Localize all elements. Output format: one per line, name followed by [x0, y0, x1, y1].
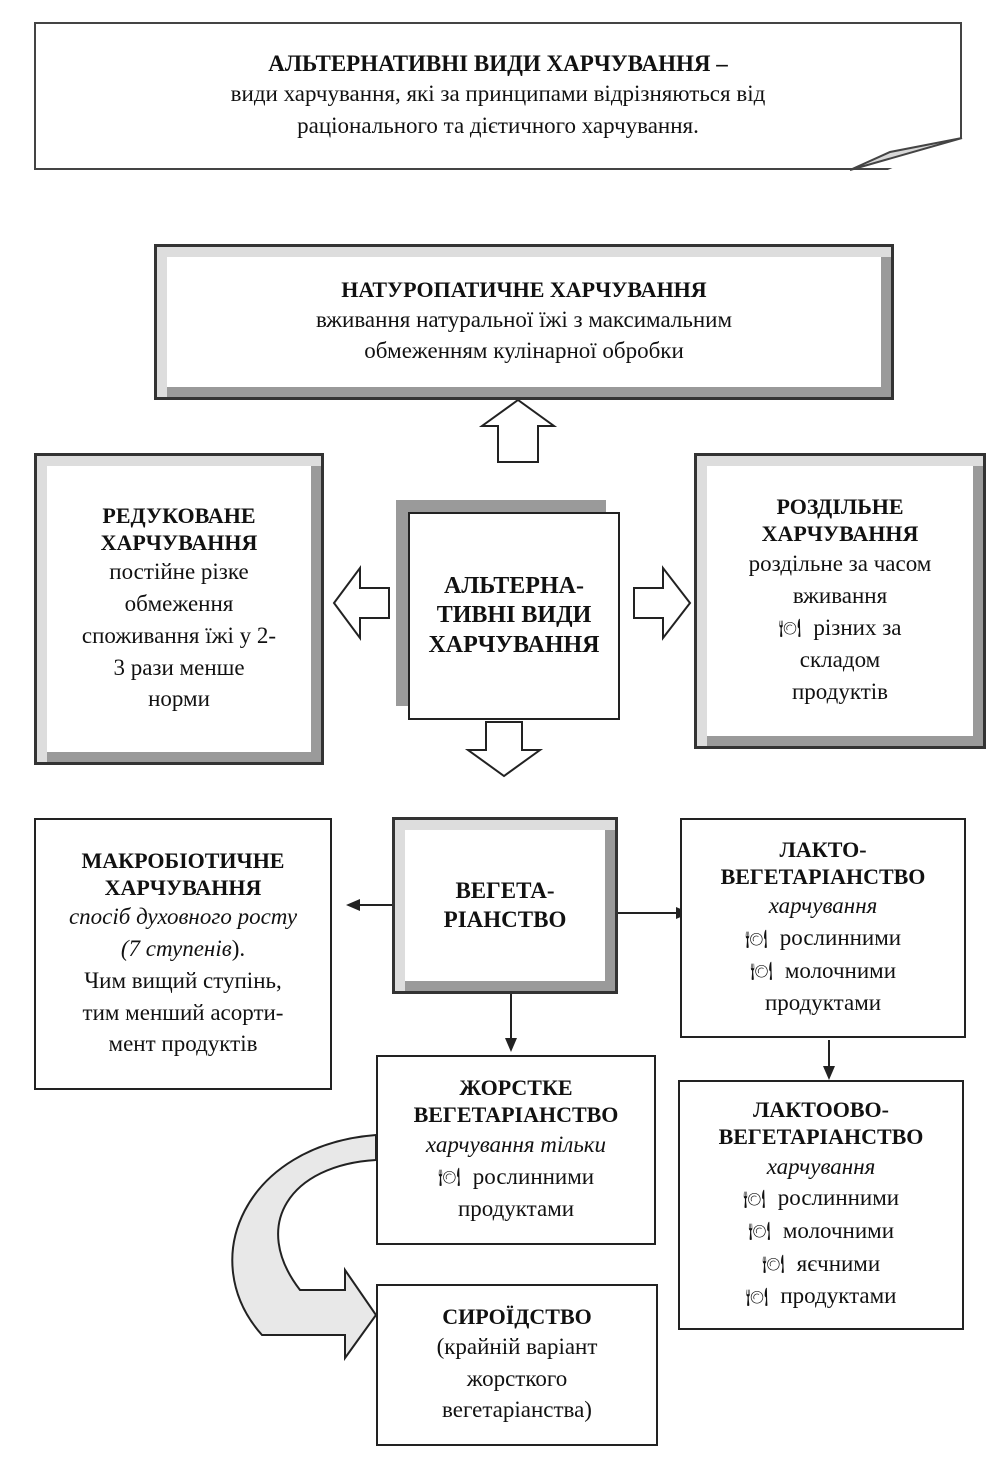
plate-icon: 🍽	[742, 1188, 766, 1209]
lacto-subtitle: харчування	[768, 893, 878, 919]
reduced-line-3: споживання їжі у 2-	[81, 622, 277, 648]
plate-icon: 🍽	[437, 1166, 461, 1187]
curved-arrow-strict-to-raw	[231, 1133, 378, 1362]
macro-title-1: МАКРОБІОТИЧНЕ	[81, 847, 285, 873]
raw-line-3: вегетаріанства)	[442, 1397, 592, 1423]
raw-line-2: жорсткого	[466, 1365, 568, 1391]
center-title-2: ТИВНІ ВИДИ	[436, 602, 592, 629]
strict-title-2: ВЕГЕТАРІАНСТВО	[413, 1101, 619, 1127]
lactoovo-item-4: продуктами	[780, 1283, 897, 1309]
lacto-item-2: молочними	[784, 957, 897, 983]
separate-box: РОЗДІЛЬНЕ ХАРЧУВАННЯ роздільне за часом …	[694, 453, 986, 749]
lactoovo-box: ЛАКТООВО- ВЕГЕТАРІАНСТВО харчування 🍽 рос…	[678, 1080, 964, 1330]
lacto-title-2: ВЕГЕТАРІАНСТВО	[720, 863, 926, 889]
lacto-title-1: ЛАКТО-	[779, 836, 867, 862]
reduced-line-4: 3 рази менше	[113, 654, 245, 680]
raw-title: СИРОЇДСТВО	[442, 1303, 592, 1329]
reduced-title-2: ХАРЧУВАННЯ	[100, 529, 258, 555]
veg-title-2: РІАНСТВО	[443, 906, 567, 932]
definition-title: АЛЬТЕРНАТИВНІ ВИДИ ХАРЧУВАННЯ –	[268, 51, 728, 77]
strict-tail: продуктами	[457, 1196, 575, 1222]
veg-title-1: ВЕГЕТА-	[455, 878, 555, 904]
arrow-up-naturopathic	[478, 398, 558, 463]
lactoovo-subtitle: харчування	[766, 1153, 876, 1179]
lactoovo-item-1-row: 🍽 рослинними	[743, 1182, 899, 1215]
naturopathic-line-2: обмеженням кулінарної обробки	[364, 338, 684, 364]
plate-icon: 🍽	[745, 1286, 769, 1307]
strict-item-row: 🍽 рослинними	[438, 1161, 594, 1194]
plate-icon: 🍽	[761, 1254, 785, 1275]
plate-icon: 🍽	[747, 1221, 771, 1242]
macro-italic-line-2-row: (7 ступенів).	[121, 933, 245, 965]
definition-note: АЛЬТЕРНАТИВНІ ВИДИ ХАРЧУВАННЯ – види хар…	[34, 22, 962, 170]
reduced-line-2: обмеження	[124, 591, 234, 617]
macro-italic-line-2: (7 ступенів	[120, 936, 232, 962]
separate-bullet-1: різних за	[813, 614, 902, 640]
separate-title-1: РОЗДІЛЬНЕ	[776, 494, 904, 520]
strict-subtitle: харчування тільки	[425, 1131, 607, 1157]
arrow-right-separate	[633, 565, 692, 641]
reduced-line-5: норми	[148, 686, 210, 712]
naturopathic-title: НАТУРОПАТИЧНЕ ХАРЧУВАННЯ	[341, 276, 707, 302]
lactoovo-item-2-row: 🍽 молочними	[748, 1215, 894, 1248]
lacto-item-1-row: 🍽 рослинними	[745, 922, 901, 955]
reduced-title-1: РЕДУКОВАНЕ	[102, 502, 256, 528]
separate-title-2: ХАРЧУВАННЯ	[761, 521, 919, 547]
plate-icon: 🍽	[744, 928, 768, 949]
lactoovo-title-1: ЛАКТООВО-	[753, 1096, 889, 1122]
center-title-1: АЛЬТЕРНА-	[444, 573, 584, 600]
strict-title-1: ЖОРСТКЕ	[459, 1075, 573, 1101]
lacto-tail: продуктами	[764, 990, 882, 1016]
arrow-left-reduced	[332, 564, 390, 642]
strict-item: рослинними	[472, 1163, 595, 1189]
center-title-3: ХАРЧУВАННЯ	[428, 631, 600, 658]
macro-line-3: мент продуктів	[108, 1031, 258, 1057]
arrow-down-veg	[464, 721, 544, 778]
raw-box: СИРОЇДСТВО (крайній варіант жорсткого ве…	[376, 1284, 658, 1446]
reduced-box: РЕДУКОВАНЕ ХАРЧУВАННЯ постійне різке обм…	[34, 453, 324, 765]
plate-icon: 🍽	[749, 961, 773, 982]
separate-line-1: роздільне за часом	[748, 551, 932, 577]
naturopathic-line-1: вживання натуральної їжі з максимальним	[315, 306, 733, 332]
definition-line-1: види харчування, які за принципами відрі…	[230, 81, 766, 107]
center-box: АЛЬТЕРНА- ТИВНІ ВИДИ ХАРЧУВАННЯ	[408, 512, 620, 720]
macro-line-1: Чим вищий ступінь,	[84, 967, 282, 993]
lactoovo-item-2: молочними	[782, 1218, 895, 1244]
macro-box: МАКРОБІОТИЧНЕ ХАРЧУВАННЯ спосіб духовног…	[34, 818, 332, 1090]
lacto-item-1: рослинними	[779, 925, 902, 951]
veg-box: ВЕГЕТА- РІАНСТВО	[392, 817, 618, 994]
raw-line-1: (крайній варіант	[436, 1333, 598, 1359]
separate-bullet-2: складом	[799, 647, 881, 673]
definition-line-2: раціонального та дієтичного харчування.	[297, 113, 699, 139]
plate-icon: 🍽	[778, 617, 802, 638]
strict-box: ЖОРСТКЕ ВЕГЕТАРІАНСТВО харчування тільки…	[376, 1055, 656, 1245]
lactoovo-item-3: яєчними	[796, 1250, 881, 1276]
reduced-line-1: постійне різке	[109, 559, 249, 585]
lacto-item-2-row: 🍽 молочними	[750, 955, 896, 988]
lacto-box: ЛАКТО- ВЕГЕТАРІАНСТВО харчування 🍽 рослин…	[680, 818, 966, 1038]
separate-bullet-3: продуктів	[791, 678, 889, 704]
macro-italic-line-2-tail: ).	[231, 936, 246, 962]
lactoovo-item-4-row: 🍽 продуктами	[746, 1280, 897, 1313]
macro-italic-line: спосіб духовного росту	[68, 904, 298, 930]
naturopathic-box: НАТУРОПАТИЧНЕ ХАРЧУВАННЯ вживання натура…	[154, 244, 894, 400]
lactoovo-item-3-row: 🍽 яєчними	[762, 1248, 880, 1281]
macro-title-2: ХАРЧУВАННЯ	[104, 874, 262, 900]
separate-bullet-row: 🍽 різних за	[779, 612, 902, 645]
lactoovo-item-1: рослинними	[777, 1185, 900, 1211]
separate-line-2: вживання	[792, 582, 888, 608]
macro-line-2: тим менший асорти-	[82, 999, 284, 1025]
lactoovo-title-2: ВЕГЕТАРІАНСТВО	[718, 1123, 924, 1149]
